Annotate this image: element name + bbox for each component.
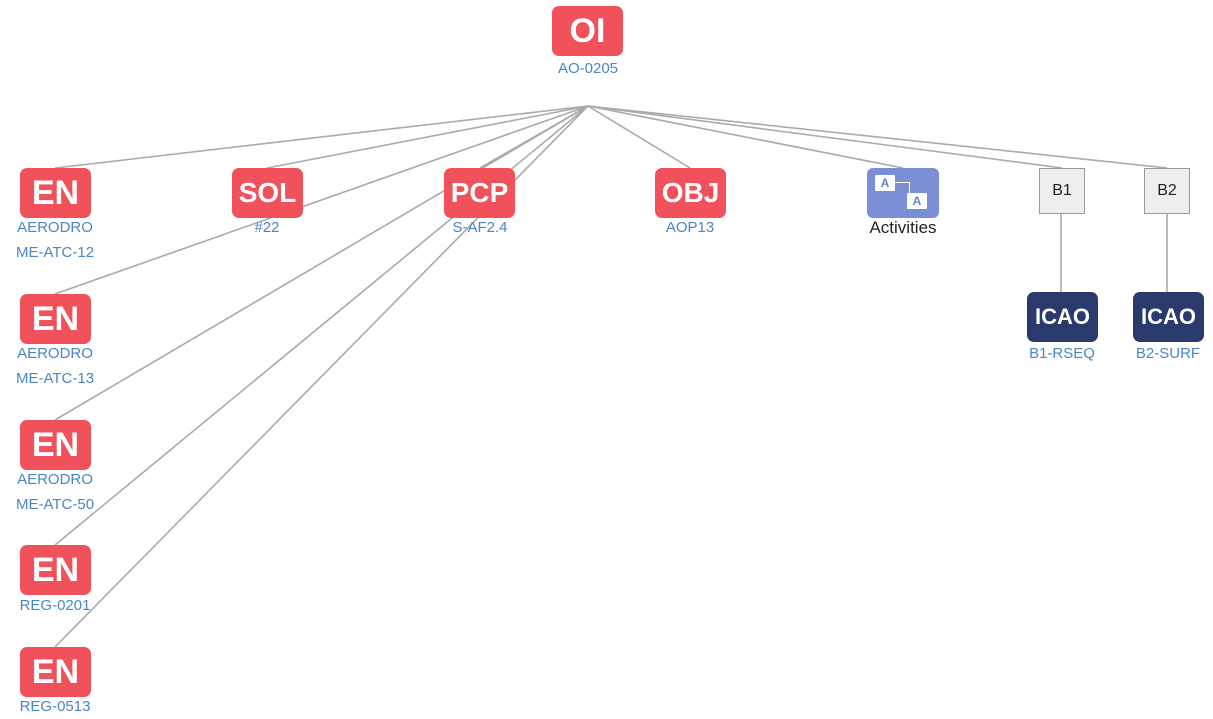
edge-oi-b2 bbox=[587, 105, 1168, 169]
edge-oi-en-50 bbox=[54, 105, 589, 421]
edge-oi-en-12 bbox=[54, 105, 589, 169]
activities-icon[interactable]: A A bbox=[867, 168, 939, 218]
icao-badge[interactable]: ICAO bbox=[1133, 292, 1204, 342]
en-label[interactable]: REG-0201 bbox=[19, 597, 91, 614]
activities-label[interactable]: Activities bbox=[869, 218, 937, 237]
sol-badge[interactable]: SOL bbox=[232, 168, 303, 218]
oi-label[interactable]: AO-0205 bbox=[557, 60, 619, 77]
sol-label[interactable]: #22 bbox=[254, 219, 280, 236]
en-badge[interactable]: EN bbox=[20, 545, 91, 595]
en-badge[interactable]: EN bbox=[20, 168, 91, 218]
obj-badge[interactable]: OBJ bbox=[655, 168, 726, 218]
en-label[interactable]: AERODRO ME-ATC-50 bbox=[15, 471, 95, 513]
b1-box[interactable]: B1 bbox=[1039, 168, 1085, 214]
oi-badge[interactable]: OI bbox=[552, 6, 623, 56]
edge-oi-sol bbox=[266, 105, 589, 169]
en-badge[interactable]: EN bbox=[20, 647, 91, 697]
b2-box[interactable]: B2 bbox=[1144, 168, 1190, 214]
edge-oi-en-13 bbox=[54, 105, 589, 295]
activities-icon-connector bbox=[895, 182, 910, 193]
icao-label[interactable]: B2-SURF bbox=[1135, 345, 1201, 362]
activities-icon-square-a: A bbox=[875, 175, 895, 191]
edge-oi-activities bbox=[587, 105, 904, 169]
pcp-badge[interactable]: PCP bbox=[444, 168, 515, 218]
activities-icon-square-b: A bbox=[907, 193, 927, 209]
obj-label[interactable]: AOP13 bbox=[665, 219, 715, 236]
icao-badge[interactable]: ICAO bbox=[1027, 292, 1098, 342]
en-label[interactable]: AERODRO ME-ATC-13 bbox=[15, 345, 95, 387]
edge-oi-obj bbox=[587, 105, 691, 169]
en-label[interactable]: AERODRO ME-ATC-12 bbox=[15, 219, 95, 261]
edge-oi-b1 bbox=[587, 105, 1063, 169]
pcp-label[interactable]: S-AF2.4 bbox=[452, 219, 508, 236]
en-badge[interactable]: EN bbox=[20, 420, 91, 470]
en-label[interactable]: REG-0513 bbox=[19, 698, 91, 715]
icao-label[interactable]: B1-RSEQ bbox=[1029, 345, 1095, 362]
en-badge[interactable]: EN bbox=[20, 294, 91, 344]
